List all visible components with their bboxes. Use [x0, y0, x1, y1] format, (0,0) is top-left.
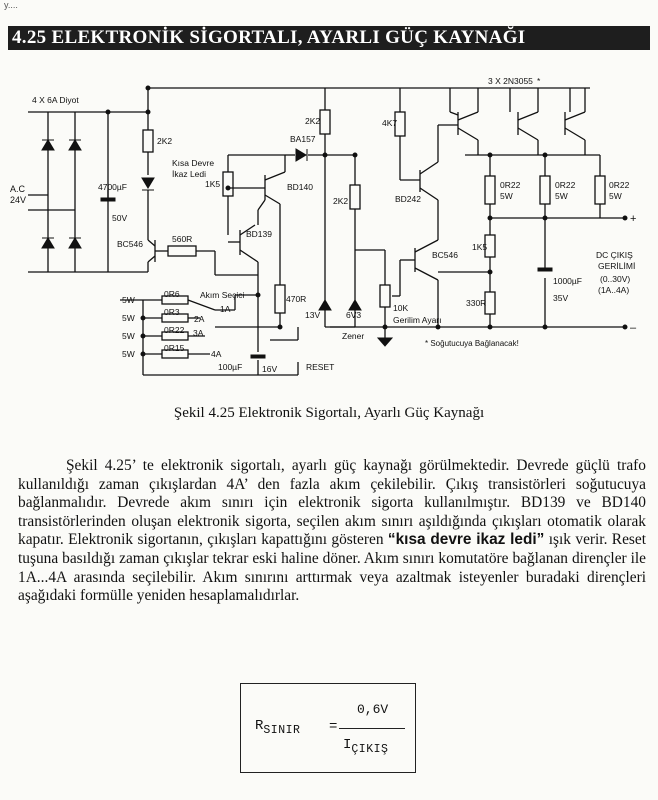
label-r-1k5-a: 1K5: [205, 179, 220, 189]
label-out-2: GERİLİMİ: [598, 261, 635, 271]
label-cap-reset: 100µF: [218, 362, 242, 372]
label-led-2: İkaz Ledi: [172, 169, 206, 179]
label-r-0r15: 0R15: [164, 343, 185, 353]
label-output-transistors: 3 X 2N3055: [488, 76, 533, 86]
label-pot-value: 10K: [393, 303, 408, 313]
label-r-2k2-c: 2K2: [333, 196, 348, 206]
formula-equals: =: [329, 719, 338, 735]
label-out-4: (1A..4A): [598, 285, 629, 295]
label-r-0r22-3: 0R22: [609, 180, 630, 190]
label-cap-out: 1000µF: [553, 276, 582, 286]
label-r-2k2-b: 2K2: [305, 116, 320, 126]
label-z-6v3: 6V3: [346, 310, 361, 320]
label-w-4: 5W: [122, 349, 135, 359]
label-q-bc546-b: BC546: [432, 250, 458, 260]
label-r-0r3: 0R3: [164, 307, 180, 317]
label-zener: Zener: [342, 331, 364, 341]
label-d-ba157: BA157: [290, 134, 316, 144]
label-w-2: 5W: [122, 313, 135, 323]
label-pot: Gerilim Ayarı: [393, 315, 442, 325]
label-r-470r: 470R: [286, 294, 306, 304]
formula-fraction-line: [339, 728, 405, 729]
label-q-bd242: BD242: [395, 194, 421, 204]
label-plus: +: [630, 213, 636, 225]
label-out-3: (0..30V): [600, 274, 630, 284]
label-r-0r6: 0R6: [164, 289, 180, 299]
label-diodes: 4 X 6A Diyot: [32, 95, 79, 105]
formula-box: RSINIR = 0,6V IÇIKIŞ: [240, 683, 416, 773]
label-pos-2a: 2A: [194, 314, 205, 324]
label-r-1k5-b: 1K5: [472, 242, 487, 252]
label-r-560r: 560R: [172, 234, 192, 244]
body-paragraph: Şekil 4.25’ te elektronik sigortalı, aya…: [18, 457, 646, 606]
body-highlight: “kısa devre ikaz ledi”: [387, 531, 545, 549]
label-cap-main-voltage: 50V: [112, 213, 127, 223]
label-pos-4a: 4A: [211, 349, 222, 359]
label-r-2k2-a: 2K2: [157, 136, 172, 146]
label-cap-reset-voltage: 16V: [262, 364, 277, 374]
label-r-4k7: 4K7: [382, 118, 397, 128]
label-cap-out-voltage: 35V: [553, 293, 568, 303]
label-heatsink-note: * Soğutucuya Bağlanacak!: [425, 339, 519, 348]
body-part-2: ışık verir. Reset tuşuna basıldığı zaman…: [18, 531, 646, 605]
label-r-0r22-2w: 5W: [555, 191, 568, 201]
formula-lhs-sub: SINIR: [263, 724, 301, 737]
label-ac: A.C: [10, 184, 26, 194]
label-q-bd139: BD139: [246, 229, 272, 239]
label-r-0r22-3w: 5W: [609, 191, 622, 201]
formula-denominator: IÇIKIŞ: [343, 737, 389, 756]
label-minus: –: [630, 322, 637, 334]
label-led-1: Kısa Devre: [172, 158, 214, 168]
section-title: 4.25 ELEKTRONİK SİGORTALI, AYARLI GÜÇ KA…: [8, 26, 650, 50]
body-part-1: Şekil 4.25’ te elektronik sigortalı, aya…: [18, 457, 646, 549]
label-w-1: 5W: [122, 295, 135, 305]
formula-den-main: I: [343, 737, 352, 753]
page-corner-mark: y....: [4, 0, 18, 10]
label-w-3: 5W: [122, 331, 135, 341]
formula-den-sub: ÇIKIŞ: [351, 743, 389, 756]
figure-caption: Şekil 4.25 Elektronik Sigortalı, Ayarlı …: [173, 405, 485, 421]
label-r-0r22-2: 0R22: [555, 180, 576, 190]
label-asterisk: *: [537, 76, 541, 86]
formula-lhs: RSINIR: [255, 718, 301, 737]
formula-numerator: 0,6V: [357, 702, 389, 717]
label-cap-main: 4700µF: [98, 182, 127, 192]
label-r-0r22-s: 0R22: [164, 325, 185, 335]
label-q-bd140: BD140: [287, 182, 313, 192]
label-reset: RESET: [306, 362, 334, 372]
label-r-0r22-1: 0R22: [500, 180, 521, 190]
label-z-13v: 13V: [305, 310, 320, 320]
label-selector: Akım Seçici: [200, 290, 245, 300]
label-q-bc546-a: BC546: [117, 239, 143, 249]
label-out-1: DC ÇIKIŞ: [596, 250, 633, 260]
label-ac-voltage: 24V: [10, 195, 26, 205]
circuit-schematic: 4 X 6A Diyot A.C 24V 4700µF 50V 2K2 Kısa…: [10, 76, 637, 376]
label-r-330r: 330R: [466, 298, 486, 308]
formula-lhs-main: R: [255, 718, 264, 734]
label-pos-3a: 3A: [193, 328, 204, 338]
label-r-0r22-1w: 5W: [500, 191, 513, 201]
label-pos-1a: 1A: [220, 304, 231, 314]
